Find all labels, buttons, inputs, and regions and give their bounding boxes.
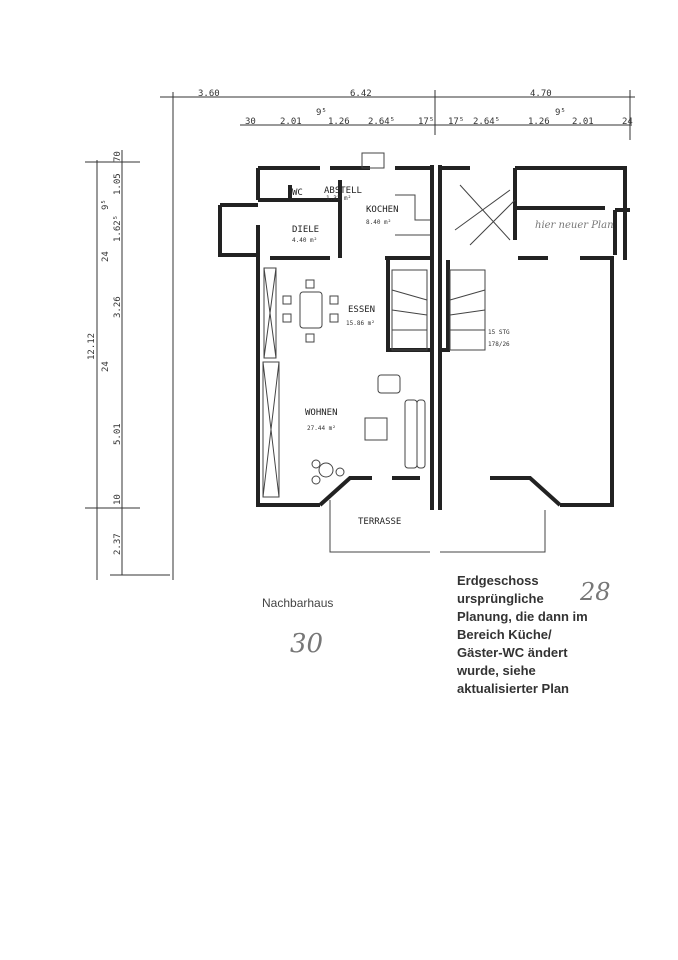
caption-line: Bereich Küche/ xyxy=(457,627,552,642)
room-diele: DIELE xyxy=(292,225,319,235)
room-kochen: KOCHEN xyxy=(366,205,399,215)
room-wc: WC xyxy=(292,188,303,198)
dim-label: 9⁵ xyxy=(101,199,111,210)
room-abstell: ABSTELL xyxy=(324,186,362,196)
dimensions-second: 30 2.01 9⁵ 1.26 2.64⁵ 17⁵ 17⁵ 2.64⁵ 1.26… xyxy=(245,108,633,127)
house-number-right: 28 xyxy=(579,578,611,606)
dim-label: 70 xyxy=(113,151,123,162)
dimensions-top: 3.60 6.42 4.70 xyxy=(198,89,552,99)
stairs-count: 15 STG xyxy=(488,329,510,336)
dim-label: 1.26 xyxy=(328,117,350,127)
dim-label: 12.12 xyxy=(87,333,97,360)
caption-line: aktualisierter Plan xyxy=(457,681,569,696)
dim-label: 24 xyxy=(101,361,111,372)
dim-label: 2.37 xyxy=(113,533,123,555)
handwritten-note: hier neuer Plan xyxy=(535,220,614,231)
stairs-ratio: 178/26 xyxy=(488,341,510,348)
caption-line: Planung, die dann im xyxy=(457,609,588,624)
dim-label: 17⁵ xyxy=(448,117,464,127)
dim-label: 2.01 xyxy=(572,117,594,127)
dim-label: 2.64⁵ xyxy=(473,117,500,127)
neighbor-house-label: Nachbarhaus xyxy=(262,596,334,610)
fixtures xyxy=(262,152,546,553)
dimension-lines xyxy=(85,90,635,580)
dim-label: 2.01 xyxy=(280,117,302,127)
room-area: 1.32 m² xyxy=(326,195,351,202)
dim-label: 9⁵ xyxy=(555,108,566,118)
room-essen: ESSEN xyxy=(348,305,375,315)
room-area: 8.40 m² xyxy=(366,219,391,226)
dim-label: 1.62⁵ xyxy=(113,215,123,242)
dim-label: 24 xyxy=(101,251,111,262)
room-wohnen: WOHNEN xyxy=(305,408,338,418)
dim-label: 9⁵ xyxy=(316,108,327,118)
house-number-left: 30 xyxy=(290,629,323,659)
room-terrasse: TERRASSE xyxy=(358,517,401,527)
dim-label: 24 xyxy=(622,117,633,127)
dim-label: 4.70 xyxy=(530,89,552,99)
room-labels: WC ABSTELL 1.32 m² KOCHEN 8.40 m² DIELE … xyxy=(292,186,510,527)
dim-label: 2.64⁵ xyxy=(368,117,395,127)
dimensions-left: 12.12 70 1.05 9⁵ 1.62⁵ 24 3.26 24 5.01 1… xyxy=(87,151,123,555)
dim-label: 3.26 xyxy=(113,296,123,318)
caption-line: ursprüngliche xyxy=(457,591,544,606)
dim-label: 3.60 xyxy=(198,89,220,99)
room-area: 27.44 m² xyxy=(307,425,336,432)
plan-caption: Erdgeschoss ursprüngliche Planung, die d… xyxy=(457,572,588,698)
dim-label: 10 xyxy=(113,494,123,505)
room-area: 4.40 m² xyxy=(292,237,317,244)
dim-label: 30 xyxy=(245,117,256,127)
walls xyxy=(218,165,630,510)
dim-label: 6.42 xyxy=(350,89,372,99)
dim-label: 1.26 xyxy=(528,117,550,127)
caption-line: Erdgeschoss xyxy=(457,573,539,588)
dim-label: 5.01 xyxy=(113,423,123,445)
dim-label: 17⁵ xyxy=(418,117,434,127)
room-area: 15.86 m² xyxy=(346,320,375,327)
caption-line: Gäster-WC ändert xyxy=(457,645,568,660)
caption-line: wurde, siehe xyxy=(457,663,536,678)
dim-label: 1.05 xyxy=(113,173,123,195)
